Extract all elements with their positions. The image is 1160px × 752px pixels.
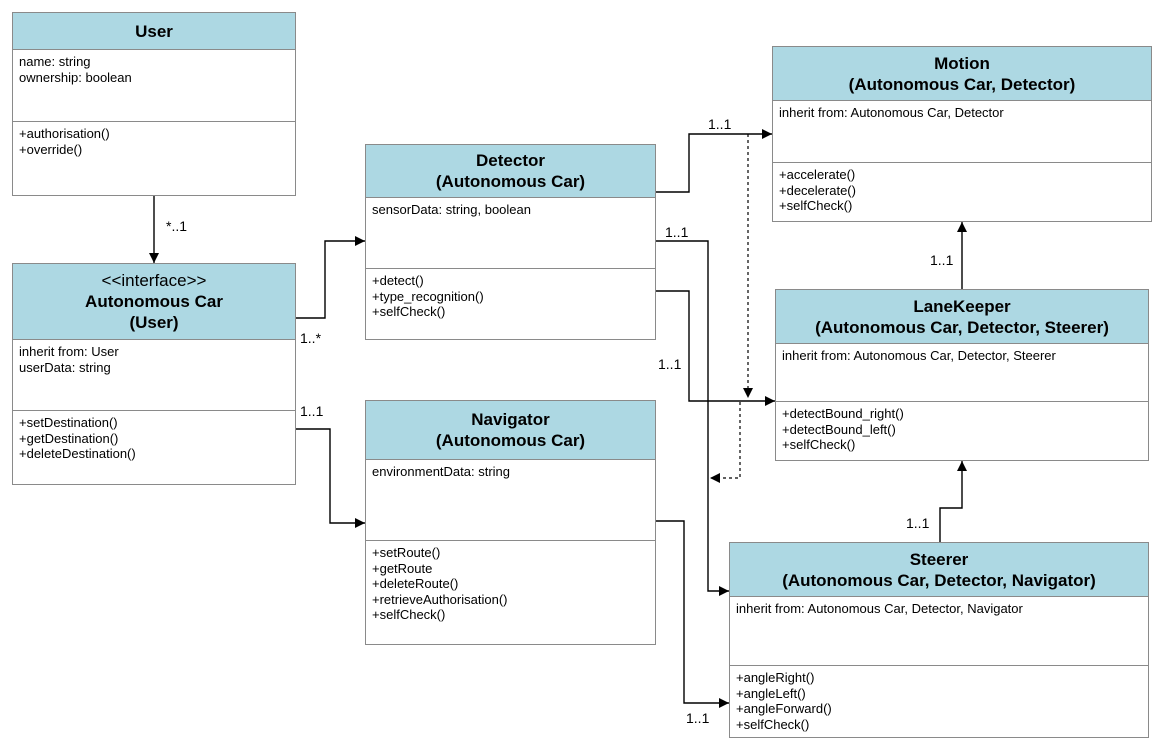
operation: +selfCheck() xyxy=(372,304,446,319)
class-context: (Autonomous Car) xyxy=(435,172,586,191)
operation: +deleteRoute() xyxy=(372,576,459,591)
attribute: sensorData: string, boolean xyxy=(372,202,531,217)
attribute: ownership: boolean xyxy=(19,69,132,85)
class-operations: +angleRight() +angleLeft() +angleForward… xyxy=(730,666,1148,736)
class-attributes: name: string ownership: boolean xyxy=(13,50,295,122)
class-name: User xyxy=(135,21,173,41)
attribute: inherit from: User xyxy=(19,344,119,359)
multiplicity-car-detector: 1..* xyxy=(300,330,322,346)
class-attributes: inherit from: Autonomous Car, Detector, … xyxy=(730,597,1148,666)
attribute: inherit from: Autonomous Car, Detector, … xyxy=(782,348,1056,363)
multiplicity-navigator-steerer: 1..1 xyxy=(686,710,710,726)
attribute: environmentData: string xyxy=(372,464,511,479)
class-operations: +authorisation() +override() xyxy=(13,122,295,161)
assoc-detector-to-steerer xyxy=(656,240,729,596)
assoc-car-to-navigator xyxy=(296,428,365,528)
class-attributes: sensorData: string, boolean xyxy=(366,198,655,269)
operation: +getRoute xyxy=(372,560,433,576)
class-autonomous-car[interactable]: <<interface>> Autonomous Car (User) inhe… xyxy=(12,263,296,485)
class-attributes: inherit from: User userData: string xyxy=(13,340,295,411)
multiplicity-car-navigator: 1..1 xyxy=(300,403,324,419)
class-context: (Autonomous Car, Detector) xyxy=(848,74,1076,94)
class-header: User xyxy=(13,13,295,50)
dashed-lanekeeper-to-steerer xyxy=(710,402,741,483)
class-attributes: inherit from: Autonomous Car, Detector xyxy=(773,101,1151,163)
assoc-detector-to-lanekeeper xyxy=(656,290,775,406)
class-detector[interactable]: Detector (Autonomous Car) sensorData: st… xyxy=(365,144,656,340)
operation: +accelerate() xyxy=(779,167,856,182)
class-motion[interactable]: Motion (Autonomous Car, Detector) inheri… xyxy=(772,46,1152,222)
operation: +selfCheck() xyxy=(782,437,856,452)
class-attributes: environmentData: string xyxy=(366,460,655,541)
class-header: Detector (Autonomous Car) xyxy=(366,145,655,198)
operation: +setRoute() xyxy=(372,545,441,560)
class-header: <<interface>> Autonomous Car (User) xyxy=(13,264,295,340)
assoc-navigator-to-steerer xyxy=(656,520,729,708)
multiplicity-user-car: *..1 xyxy=(166,218,188,234)
operation: +type_recognition() xyxy=(372,288,484,304)
class-context: (User) xyxy=(129,313,179,332)
class-name: Detector xyxy=(476,151,545,170)
class-context: (Autonomous Car, Detector, Steerer) xyxy=(815,317,1109,337)
multiplicity-steerer-lanekeeper: 1..1 xyxy=(906,515,930,531)
class-lanekeeper[interactable]: LaneKeeper (Autonomous Car, Detector, St… xyxy=(775,289,1149,461)
class-operations: +detect() +type_recognition() +selfCheck… xyxy=(366,269,655,324)
operation: +selfCheck() xyxy=(372,607,446,622)
class-name: Steerer xyxy=(909,549,969,569)
class-operations: +detectBound_right() +detectBound_left()… xyxy=(776,402,1148,457)
operation: +setDestination() xyxy=(19,415,118,430)
class-user[interactable]: User name: string ownership: boolean +au… xyxy=(12,12,296,196)
operation: +override() xyxy=(19,141,83,157)
class-header: LaneKeeper (Autonomous Car, Detector, St… xyxy=(776,290,1148,344)
class-name: Motion xyxy=(934,53,990,73)
class-name: Navigator xyxy=(471,410,550,429)
multiplicity-detector-lanekeeper: 1..1 xyxy=(658,356,682,372)
attribute: name: string xyxy=(19,54,91,69)
stereotype: <<interface>> xyxy=(101,271,207,290)
operation: +decelerate() xyxy=(779,182,856,198)
class-context: (Autonomous Car) xyxy=(435,431,586,450)
class-header: Navigator (Autonomous Car) xyxy=(366,401,655,460)
assoc-car-to-detector xyxy=(296,236,365,319)
class-operations: +setDestination() +getDestination() +del… xyxy=(13,411,295,466)
class-operations: +setRoute() +getRoute +deleteRoute() +re… xyxy=(366,541,655,627)
operation: +detectBound_right() xyxy=(782,406,904,421)
operation: +detect() xyxy=(372,273,424,288)
operation: +angleRight() xyxy=(736,670,815,685)
assoc-steerer-to-lanekeeper xyxy=(939,461,967,542)
operation: +angleForward() xyxy=(736,701,832,716)
multiplicity-lanekeeper-motion: 1..1 xyxy=(930,252,954,268)
class-context: (Autonomous Car, Detector, Navigator) xyxy=(782,570,1096,590)
class-header: Steerer (Autonomous Car, Detector, Navig… xyxy=(730,543,1148,597)
operation: +angleLeft() xyxy=(736,685,806,701)
class-steerer[interactable]: Steerer (Autonomous Car, Detector, Navig… xyxy=(729,542,1149,738)
attribute: userData: string xyxy=(19,359,111,375)
operation: +selfCheck() xyxy=(736,716,810,732)
class-operations: +accelerate() +decelerate() +selfCheck() xyxy=(773,163,1151,218)
operation: +retrieveAuthorisation() xyxy=(372,591,508,607)
class-name: Autonomous Car xyxy=(85,292,223,311)
class-header: Motion (Autonomous Car, Detector) xyxy=(773,47,1151,101)
multiplicity-detector-motion: 1..1 xyxy=(708,116,732,132)
attribute: inherit from: Autonomous Car, Detector, … xyxy=(736,601,1023,616)
operation: +deleteDestination() xyxy=(19,446,136,461)
operation: +detectBound_left() xyxy=(782,421,896,437)
multiplicity-detector-steerer: 1..1 xyxy=(665,224,689,240)
operation: +authorisation() xyxy=(19,126,110,141)
operation: +getDestination() xyxy=(19,430,119,446)
class-attributes: inherit from: Autonomous Car, Detector, … xyxy=(776,344,1148,402)
class-navigator[interactable]: Navigator (Autonomous Car) environmentDa… xyxy=(365,400,656,645)
attribute: inherit from: Autonomous Car, Detector xyxy=(779,105,1004,120)
assoc-detector-to-motion xyxy=(656,129,772,193)
class-name: LaneKeeper xyxy=(913,296,1011,316)
operation: +selfCheck() xyxy=(779,198,853,213)
